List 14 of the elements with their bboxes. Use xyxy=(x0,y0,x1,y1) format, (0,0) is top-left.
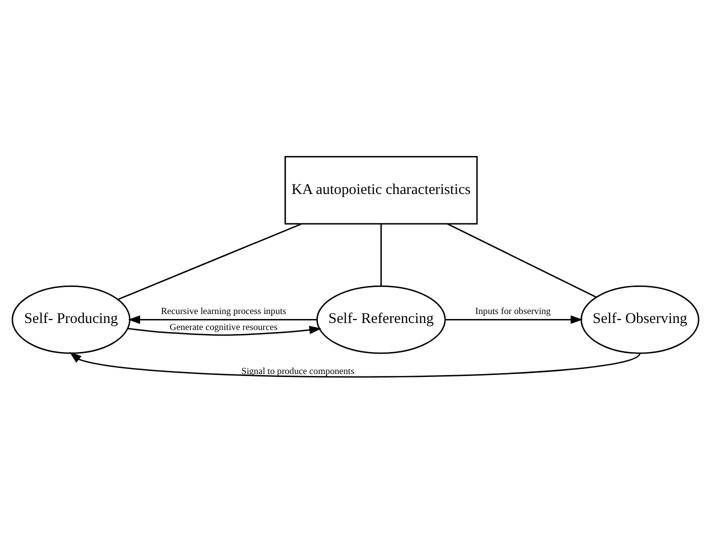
node-box: KA autopoietic characteristics xyxy=(284,156,478,224)
node-ellipse: Self- Observing xyxy=(580,285,700,354)
connector xyxy=(380,224,382,286)
edge-label: Recursive learning process inputs xyxy=(160,307,286,318)
arrow xyxy=(445,315,583,324)
arrow xyxy=(128,326,322,336)
edge-label: Inputs for observing xyxy=(475,307,551,318)
node-ellipse: Self- Referencing xyxy=(316,285,446,354)
node-ellipse: Self- Producing xyxy=(12,285,130,354)
connector xyxy=(447,223,596,298)
edge-label: Generate cognitive resources xyxy=(170,322,278,333)
connector xyxy=(118,223,302,300)
arrow xyxy=(69,352,640,378)
arrow xyxy=(128,315,318,324)
